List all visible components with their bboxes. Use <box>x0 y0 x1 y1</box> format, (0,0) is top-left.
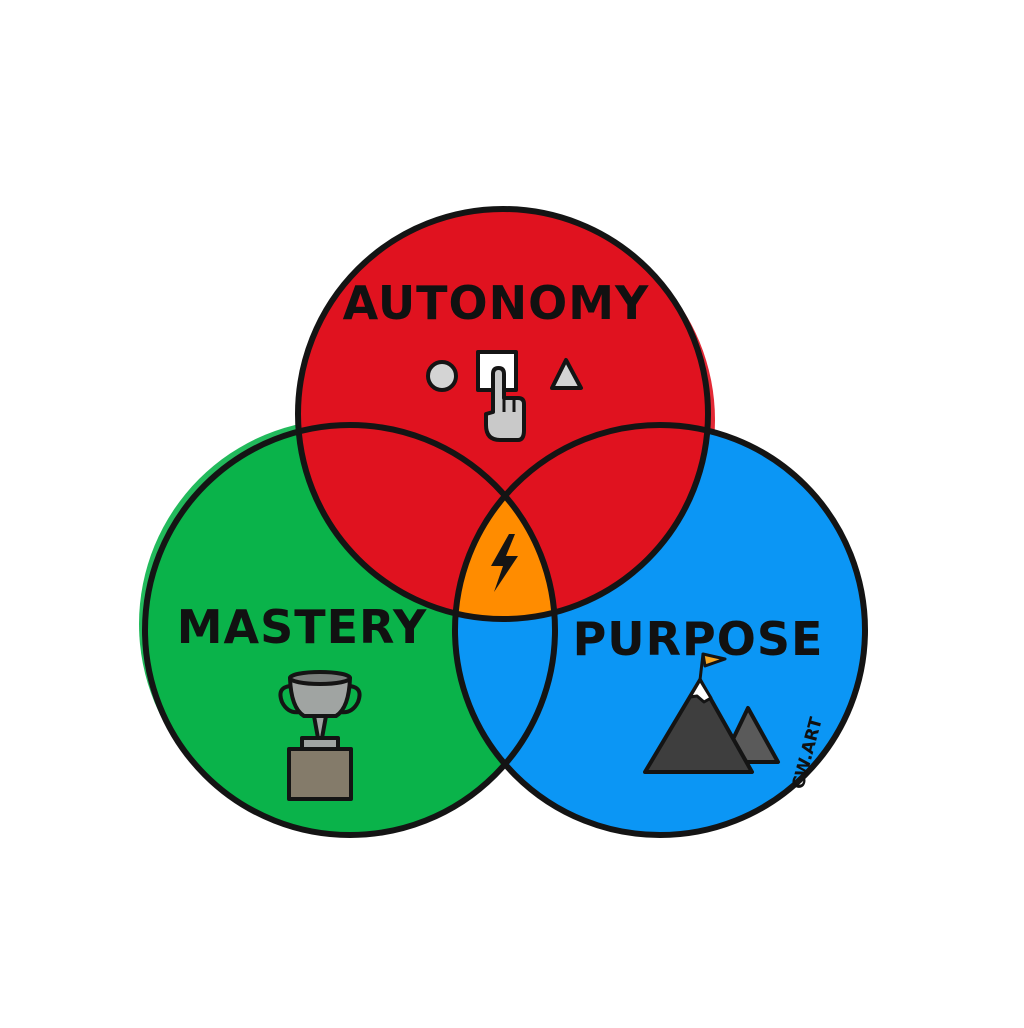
big-mountain <box>643 678 754 774</box>
mastery-outline <box>142 422 558 838</box>
snow-cap <box>688 678 713 704</box>
hand-knuckle-lines <box>502 398 516 412</box>
autonomy-outline <box>295 206 711 622</box>
mastery-label: MASTERY <box>177 600 428 654</box>
autonomy-label: AUTONOMY <box>343 276 650 330</box>
trophy-handle-right <box>339 684 362 715</box>
purpose-outline <box>452 422 868 838</box>
purpose-label: PURPOSE <box>573 612 824 666</box>
flag <box>701 652 727 668</box>
trophy-pedestal <box>287 747 353 801</box>
trophy-rim <box>288 670 352 686</box>
triangle-shape-icon <box>550 358 583 390</box>
trophy-cup <box>288 676 352 718</box>
mountain-flag-icon <box>643 652 780 774</box>
trophy-icon <box>278 670 362 801</box>
trophy-handle-left <box>278 684 301 715</box>
circle-shape-icon <box>426 360 458 392</box>
circle-outlines <box>142 206 868 838</box>
trophy-stem <box>312 714 328 740</box>
choice-shapes-hand-icon <box>426 350 583 442</box>
lightning-bolt-icon <box>491 534 518 592</box>
